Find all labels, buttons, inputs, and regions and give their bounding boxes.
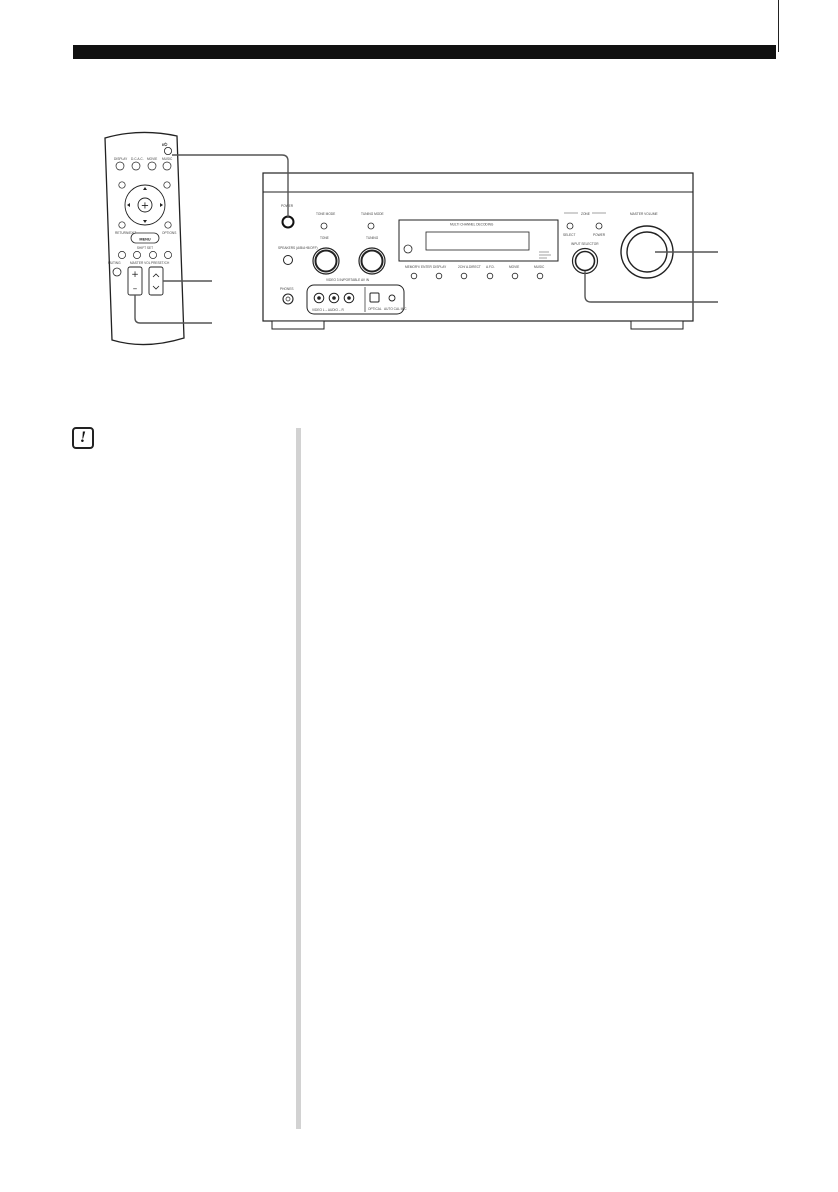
remote-movie-button[interactable] — [147, 161, 157, 171]
receiver-zone-power-label: POWER — [593, 233, 606, 237]
remote-options-button[interactable] — [164, 221, 172, 229]
remote-row3-button-3[interactable] — [149, 251, 157, 259]
header-rule — [73, 45, 776, 59]
receiver-func-label-6: MUSIC — [534, 265, 545, 269]
remote-shift-label: SHIFT SET — [137, 246, 153, 250]
remote-dcac-button[interactable] — [131, 161, 141, 171]
callout-input-selector — [584, 271, 718, 303]
remote-movie-label: MOVIE — [147, 157, 157, 161]
receiver-input-selector-inner — [574, 250, 596, 272]
receiver-audio-r-jack-pin — [347, 296, 351, 300]
receiver-video-input-panel — [306, 284, 405, 315]
remote-menu-button[interactable] — [130, 232, 160, 244]
callout-master-volume — [134, 295, 212, 324]
receiver-foot-right — [630, 320, 684, 330]
receiver-ir-sensor — [403, 244, 413, 254]
receiver-music-button[interactable] — [536, 272, 544, 280]
receiver-video-input-label: VIDEO 3 IN/PORTABLE AV IN — [326, 278, 370, 282]
receiver-tone-knob-label: TONE — [320, 236, 329, 240]
remote-preset-chevron-icons — [152, 273, 160, 290]
receiver-optical-jack[interactable] — [369, 292, 380, 303]
device-illustration: I/⏻ DISPLAY D.C.A.C. MOVIE MUSIC + RETUR… — [104, 131, 718, 346]
remote-music-button[interactable] — [162, 161, 172, 171]
receiver-func-label-2: DISPLAY — [433, 265, 447, 269]
receiver-phones-label: PHONES — [280, 287, 293, 291]
receiver-function-buttons: MEMORY/ ENTER DISPLAY 2CH/ A.DIRECT A.F.… — [405, 265, 545, 280]
remote-muting-button[interactable] — [112, 267, 122, 277]
av-receiver: POWER SPEAKERS (A/B/A+B/OFF) PHONES TONE… — [262, 172, 694, 330]
remote-music-label: MUSIC — [162, 157, 173, 161]
remote-row3 — [118, 251, 172, 259]
receiver-foot-left — [271, 320, 325, 330]
receiver-auto-cal-jack[interactable] — [388, 294, 396, 302]
remote-small-button-right[interactable] — [163, 181, 171, 189]
receiver-tuning-mode-label: TUNING MODE — [361, 212, 384, 216]
receiver-zone-label: ZONE — [581, 212, 590, 216]
receiver-video-input-sub: VIDEO L – AUDIO – R — [312, 308, 344, 312]
callout-lines — [134, 154, 718, 324]
remote-control: I/⏻ DISPLAY D.C.A.C. MOVIE MUSIC + RETUR… — [104, 131, 185, 346]
remote-power-button[interactable] — [164, 146, 173, 155]
remote-return-button[interactable] — [118, 221, 126, 229]
remote-power-label: I/⏻ — [162, 143, 167, 147]
receiver-tone-mode-button[interactable] — [320, 222, 328, 230]
receiver-func-label-5: MOVIE — [509, 265, 519, 269]
remote-row3-button-2[interactable] — [133, 251, 141, 259]
receiver-movie-button[interactable] — [511, 272, 519, 280]
remote-row1: DISPLAY D.C.A.C. MOVIE MUSIC — [114, 157, 173, 171]
receiver-tuning-knob-inner — [360, 249, 384, 273]
remote-small-button-left[interactable] — [118, 181, 126, 189]
receiver-video-jack-pin — [317, 296, 321, 300]
remote-row3-button-4[interactable] — [164, 251, 172, 259]
receiver-memory-enter-button[interactable] — [410, 272, 418, 280]
crop-mark — [778, 0, 779, 52]
receiver-speakers-label: SPEAKERS (A/B/A+B/OFF) — [278, 246, 318, 250]
receiver-tone-mode-label: TONE MODE — [316, 212, 335, 216]
receiver-tuning-mode-button[interactable] — [367, 222, 375, 230]
remote-row3-button-1[interactable] — [118, 251, 126, 259]
receiver-display-title: MULTI CHANNEL DECODING — [450, 223, 494, 227]
receiver-phones-jack-inner — [285, 296, 291, 302]
remote-enter-button[interactable] — [137, 197, 153, 213]
receiver-func-label-3: 2CH/ A.DIRECT — [458, 265, 481, 269]
receiver-func-label-4: A.F.D. — [486, 265, 495, 269]
receiver-audio-l-jack-pin — [332, 296, 336, 300]
receiver-auto-cal-label: AUTO CAL MIC — [384, 307, 407, 311]
receiver-display-button[interactable] — [435, 272, 443, 280]
remote-muting-label: MUTING — [108, 261, 121, 265]
remote-display-label: DISPLAY — [114, 157, 128, 161]
remote-plus-icon: + — [141, 201, 149, 212]
receiver-power-button[interactable] — [281, 215, 295, 229]
remote-menu-label: MENU — [139, 238, 150, 242]
remote-return-label: RETURN/EXIT — [115, 231, 136, 235]
receiver-2ch-button[interactable] — [460, 272, 468, 280]
remote-preset-label: PRESET/CH — [151, 261, 170, 265]
callout-power — [172, 154, 289, 218]
receiver-zone-select-button[interactable] — [566, 222, 574, 230]
receiver-zone-select-label: SELECT — [563, 233, 575, 237]
remote-volume-up-icon: + — [131, 270, 139, 280]
receiver-zone-power-button[interactable] — [595, 222, 603, 230]
remote-options-label: OPTIONS — [162, 231, 176, 235]
receiver-optical-label: OPTICAL — [368, 307, 382, 311]
remote-dcac-label: D.C.A.C. — [131, 157, 144, 161]
receiver-speakers-button[interactable] — [283, 255, 293, 265]
remote-volume-down-icon: – — [133, 284, 138, 294]
receiver-afd-button[interactable] — [486, 272, 494, 280]
caution-icon: ! — [72, 427, 94, 449]
receiver-input-selector-label: INPUT SELECTOR — [571, 242, 599, 246]
receiver-master-volume-label: MASTER VOLUME — [630, 212, 658, 216]
remote-display-button[interactable] — [115, 161, 125, 171]
remote-master-vol-label: MASTER VOL — [130, 261, 151, 265]
receiver-logo-marks — [539, 251, 551, 259]
receiver-func-label-1: MEMORY/ ENTER — [405, 265, 433, 269]
receiver-tone-knob-inner — [314, 249, 338, 273]
remote-preset-rocker[interactable] — [148, 266, 164, 296]
column-divider — [296, 428, 301, 1129]
receiver-display-screen — [425, 231, 530, 251]
receiver-tuning-knob-label: TUNING — [366, 236, 379, 240]
